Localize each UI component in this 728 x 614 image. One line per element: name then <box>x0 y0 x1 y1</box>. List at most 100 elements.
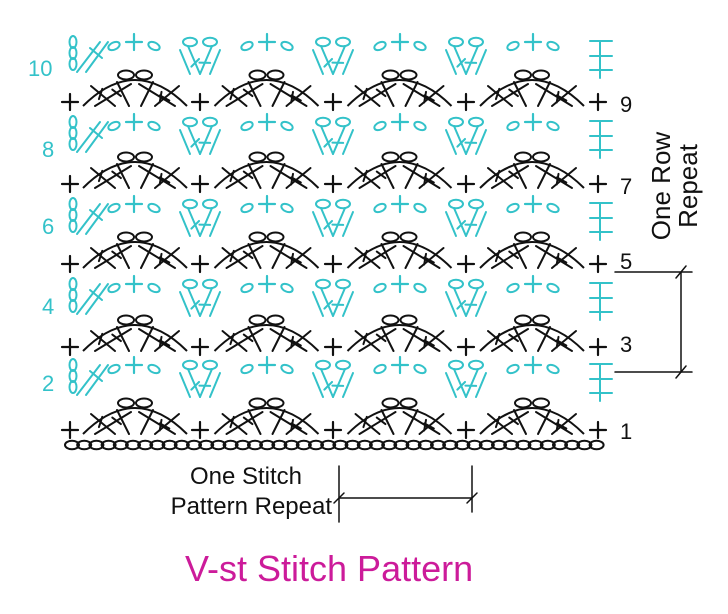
chain-oval <box>399 151 418 163</box>
stroke <box>111 416 122 426</box>
stroke <box>97 332 104 346</box>
chain-oval <box>161 439 178 451</box>
chain-oval <box>88 439 105 451</box>
chain-oval <box>514 397 532 409</box>
stroke <box>111 333 122 343</box>
chain-oval <box>117 397 135 409</box>
shell-2 <box>213 69 320 107</box>
chain-oval <box>182 359 198 371</box>
chain-oval <box>532 314 550 326</box>
chain-oval <box>210 439 227 451</box>
sc-symbol <box>323 337 343 357</box>
chain-oval <box>448 198 464 210</box>
stroke <box>418 413 445 435</box>
stroke <box>537 326 551 352</box>
chain-oval <box>468 36 484 48</box>
v-stitch <box>445 198 487 237</box>
chain-oval <box>259 439 276 451</box>
stroke <box>76 41 101 73</box>
shell-arch <box>479 241 585 269</box>
chain-oval <box>405 439 422 451</box>
stroke <box>229 249 235 263</box>
sc-symbol <box>523 355 543 375</box>
stroke <box>209 372 221 398</box>
stroke <box>320 125 334 155</box>
stroke <box>90 167 116 189</box>
stroke <box>85 41 109 73</box>
stroke <box>404 81 419 107</box>
stroke <box>513 163 527 189</box>
stroke <box>271 81 286 107</box>
stroke <box>269 411 308 435</box>
diagram-title: V-st Stitch Pattern <box>185 548 474 589</box>
shell-2 <box>213 314 320 352</box>
stroke <box>269 83 308 107</box>
stroke <box>465 125 479 155</box>
stroke <box>94 328 132 352</box>
row-number-2: 2 <box>42 371 55 396</box>
chain-oval <box>240 202 254 214</box>
stroke <box>229 415 235 429</box>
stroke <box>85 283 109 315</box>
stroke <box>487 247 513 269</box>
stroke <box>402 245 441 269</box>
shell-arch <box>479 324 585 352</box>
stroke <box>209 49 221 75</box>
stroke <box>487 167 513 189</box>
stroke <box>269 165 308 189</box>
stroke <box>323 380 334 391</box>
stroke <box>537 163 551 189</box>
stroke <box>229 332 235 346</box>
sc-symbol <box>456 92 476 112</box>
row-number-6: 6 <box>42 214 55 239</box>
chain-oval <box>413 202 427 214</box>
stroke <box>242 250 254 260</box>
row-number-8: 8 <box>42 137 55 162</box>
stroke <box>199 125 213 155</box>
stroke <box>242 333 254 343</box>
stroke <box>225 328 264 352</box>
chain-oval <box>68 219 78 233</box>
chain-oval <box>315 198 331 210</box>
chain-oval <box>373 363 387 375</box>
stroke <box>140 326 154 352</box>
stroke <box>247 163 262 189</box>
row-repeat-label: One Row Repeat <box>646 131 708 241</box>
even-row-5 <box>68 358 613 402</box>
stroke <box>535 83 573 107</box>
stroke <box>508 250 519 260</box>
stroke <box>269 328 308 352</box>
stroke <box>285 330 312 352</box>
stroke <box>418 167 445 189</box>
sc-symbol <box>523 112 543 132</box>
sc-symbol <box>390 32 410 52</box>
chain-oval <box>315 278 331 290</box>
stroke <box>225 83 264 107</box>
stroke <box>358 411 397 435</box>
stroke <box>116 81 130 107</box>
row-repeat-line-2: Repeat <box>673 144 704 228</box>
stroke <box>404 243 419 269</box>
chain-oval <box>295 439 312 451</box>
chain-oval <box>137 439 154 451</box>
stroke <box>158 339 171 347</box>
stroke <box>190 57 201 68</box>
stroke <box>491 411 529 435</box>
row-repeat-line-1: One Row <box>646 131 676 241</box>
stroke <box>362 169 368 183</box>
stroke <box>453 287 467 317</box>
shell-2 <box>213 151 320 189</box>
chain-oval <box>202 359 218 371</box>
chain-oval <box>117 231 135 243</box>
stroke <box>535 411 573 435</box>
stroke <box>225 245 264 269</box>
stroke <box>89 127 103 139</box>
sc-symbol <box>60 92 80 112</box>
stroke <box>179 129 191 155</box>
stroke <box>271 409 286 435</box>
chain-oval <box>369 439 385 451</box>
chain-oval <box>182 116 198 128</box>
sc-symbol <box>190 92 210 112</box>
even-row-2 <box>68 115 613 159</box>
